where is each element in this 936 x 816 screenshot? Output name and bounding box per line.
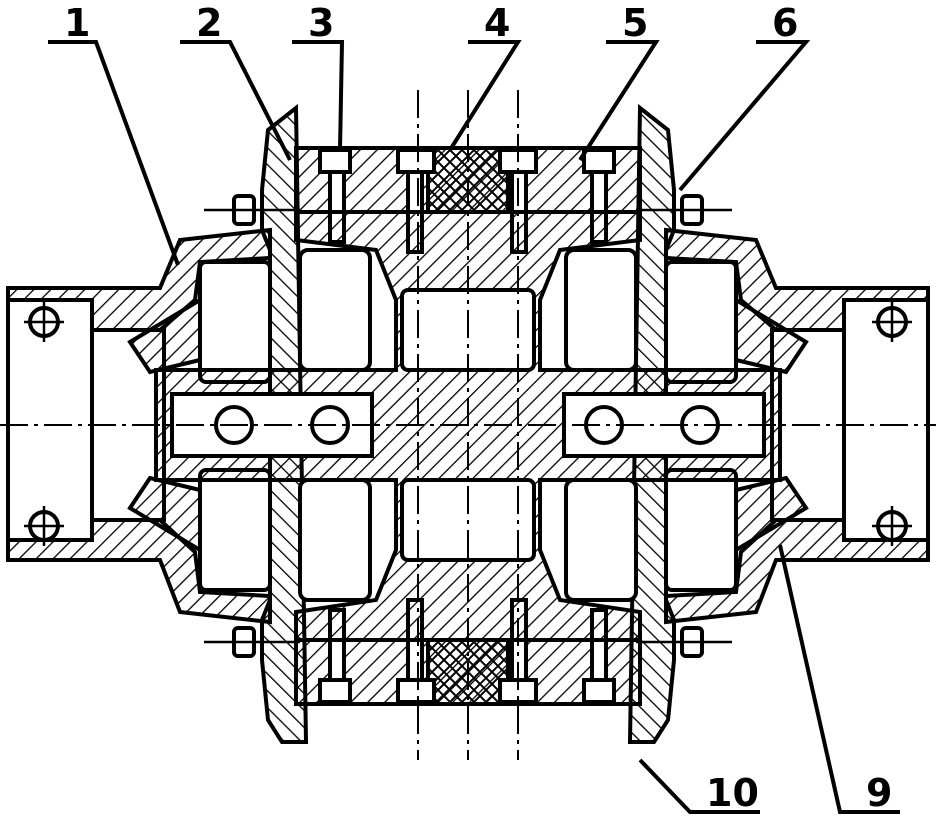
shaft-bore (170, 392, 766, 458)
callout-2: 2 (196, 1, 222, 45)
callout-3: 3 (308, 1, 334, 45)
callout-4: 4 (484, 1, 510, 45)
callout-5: 5 (622, 1, 648, 45)
right-outer-bearings (664, 260, 809, 592)
callout-labels: 1 2 3 4 5 6 9 10 (64, 1, 892, 815)
callout-6: 6 (772, 1, 798, 45)
callout-1: 1 (64, 1, 90, 45)
center-lines (0, 90, 936, 760)
leader-lines (48, 40, 900, 814)
inner-rollers (298, 248, 638, 602)
callout-9: 9 (866, 771, 892, 815)
flange-bolts (204, 194, 732, 658)
callout-10: 10 (706, 771, 759, 815)
fixing-holes (24, 302, 912, 546)
